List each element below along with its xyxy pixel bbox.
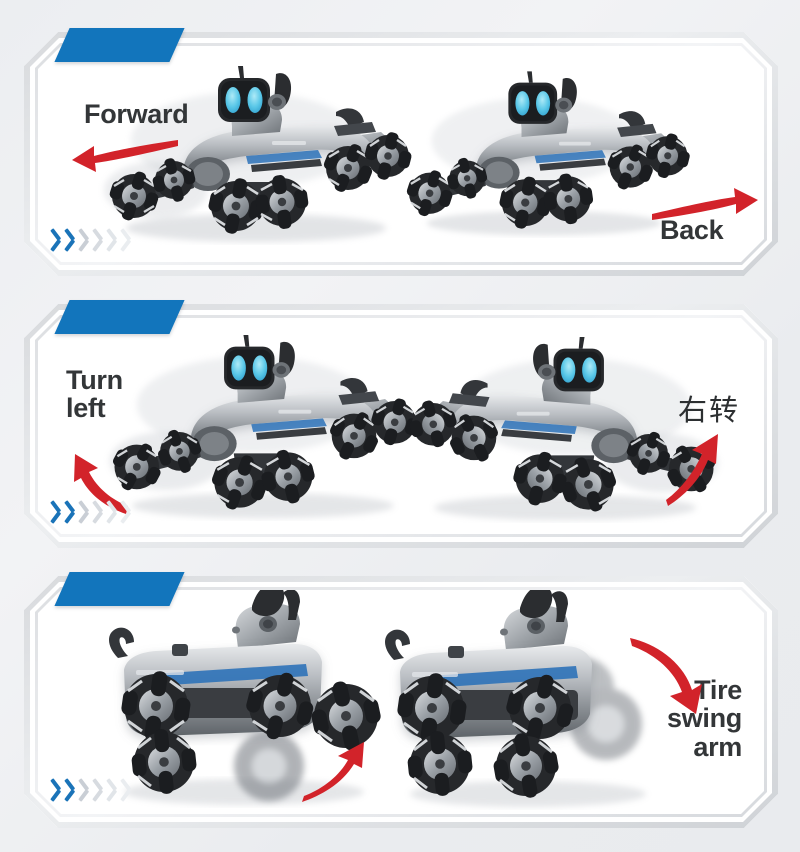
turn-left-label: Turn left <box>66 365 123 424</box>
panel-tab-1 <box>54 28 185 62</box>
robot-turn-right <box>409 334 730 534</box>
robot-back <box>394 71 694 247</box>
panel-tire-swing-arm: Tire swing arm <box>24 576 778 828</box>
chevron-decoration <box>56 778 139 800</box>
turn-left-arrow <box>64 446 134 523</box>
tire-swing-arm-label: Tire swing arm <box>666 675 742 762</box>
chevron-decoration <box>56 228 139 250</box>
robot-swinging-arm <box>378 590 678 814</box>
panel-forward-back: Forward Back <box>24 32 778 276</box>
robot-standing-side <box>94 590 384 814</box>
chevron-icon <box>126 778 139 800</box>
panel-content: Forward Back <box>38 46 764 262</box>
back-arrow <box>650 186 760 233</box>
forward-arrow <box>70 138 180 185</box>
back-label: Back <box>660 215 724 245</box>
panel-turn-left-right: Turn left 右转 <box>24 304 778 548</box>
panel-tab-2 <box>54 300 185 334</box>
forward-label: Forward <box>84 99 189 129</box>
chevron-decoration <box>56 500 139 522</box>
turn-right-arrow <box>662 430 732 513</box>
robot-forward <box>96 66 416 250</box>
chevron-icon <box>126 228 139 250</box>
swing-arrow-right <box>628 634 714 725</box>
panel-tab-3 <box>54 572 185 606</box>
panel-content: Tire swing arm <box>38 590 764 814</box>
chevron-icon <box>126 500 139 522</box>
swing-arrow-left <box>300 740 376 811</box>
panel-content: Turn left 右转 <box>38 318 764 534</box>
turn-right-label: 右转 <box>677 395 740 427</box>
robot-turn-left <box>98 332 419 532</box>
